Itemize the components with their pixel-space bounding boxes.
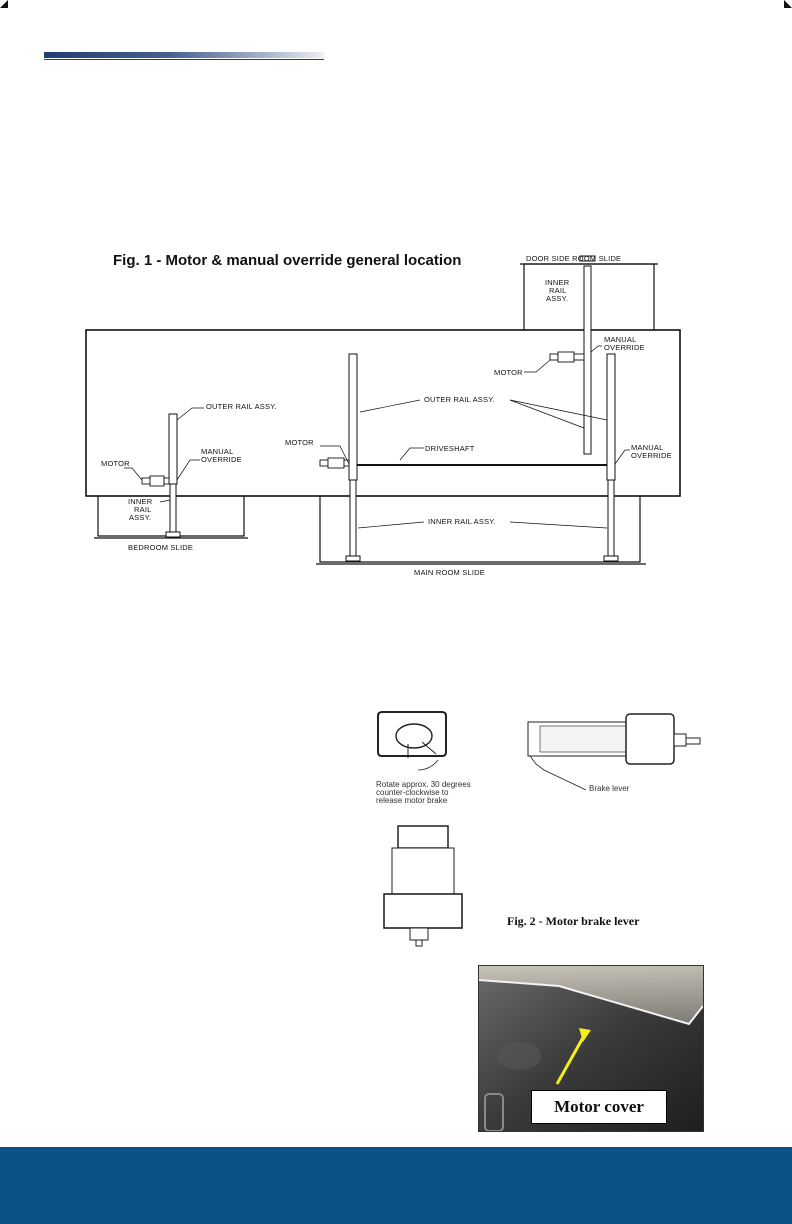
- main-right-rail-foot: [603, 555, 619, 562]
- label-inner-rail-assy: INNER RAIL ASSY.: [428, 517, 496, 526]
- fig2-caption: Fig. 2 - Motor brake lever: [507, 914, 640, 928]
- motor-cover-label: Motor cover: [531, 1090, 667, 1124]
- main-right-inner-rail: [607, 479, 615, 557]
- label-main-manual-1: MANUAL: [631, 443, 663, 452]
- label-bedroom-outer-rail: OUTER RAIL ASSY.: [206, 402, 277, 411]
- label-door-inner-rail-3: ASSY.: [546, 294, 568, 303]
- label-bedroom-inner-1: INNER: [128, 497, 153, 506]
- footer-band: [0, 1147, 792, 1224]
- brake-lever-label: Brake lever: [589, 784, 630, 793]
- crop-mark-right: [784, 0, 792, 8]
- yellow-arrow-head: [579, 1028, 591, 1042]
- crop-mark-left: [0, 0, 8, 8]
- main-left-outer-rail: [348, 353, 358, 481]
- door-side-motor: [549, 351, 585, 363]
- label-bedroom-manual-1: MANUAL: [201, 447, 233, 456]
- label-door-inner-rail-2: RAIL: [549, 286, 566, 295]
- main-left-rail-foot: [345, 555, 361, 562]
- label-door-side-room-slide: DOOR SIDE ROOM SLIDE: [526, 254, 621, 263]
- label-bedroom-slide: BEDROOM SLIDE: [128, 543, 193, 552]
- label-bedroom-inner-2: RAIL: [134, 505, 151, 514]
- motor-side-view: [527, 713, 701, 791]
- label-door-inner-rail-1: INNER: [545, 278, 570, 287]
- label-bedroom-inner-3: ASSY.: [129, 513, 151, 522]
- fig1-title: Fig. 1 - Motor & manual override general…: [113, 252, 462, 269]
- main-room-slide-box: [319, 496, 641, 563]
- label-main-motor: MOTOR: [285, 438, 314, 447]
- motor-end-view: [383, 825, 463, 947]
- fig2-diagram: Rotate approx. 30 degrees counter-clockw…: [376, 711, 701, 947]
- fig1-diagram: DOOR SIDE ROOM SLIDE INNER RAIL ASSY. MA…: [85, 254, 681, 577]
- door-side-rail-foot: [579, 255, 596, 262]
- bedroom-rail-foot: [165, 531, 181, 538]
- main-left-inner-rail: [349, 479, 357, 557]
- rotate-note-2: counter-clockwise to: [376, 788, 449, 797]
- main-right-outer-rail: [606, 353, 616, 481]
- rotate-note-3: release motor brake: [376, 796, 448, 805]
- yellow-arrow-shaft: [555, 1033, 587, 1085]
- bedroom-inner-rail: [169, 483, 177, 533]
- main-motor: [319, 457, 350, 469]
- label-door-manual-1: MANUAL: [604, 335, 636, 344]
- label-door-manual-2: OVERRIDE: [604, 343, 645, 352]
- brake-rotate-view: [377, 711, 447, 771]
- header-gradient-bar: [44, 52, 324, 58]
- label-bedroom-motor: MOTOR: [101, 459, 130, 468]
- label-door-motor: MOTOR: [494, 368, 523, 377]
- label-bedroom-manual-2: OVERRIDE: [201, 455, 242, 464]
- label-outer-rail-assy: OUTER RAIL ASSY.: [424, 395, 495, 404]
- label-main-manual-2: OVERRIDE: [631, 451, 672, 460]
- bedroom-outer-rail: [168, 413, 178, 485]
- bedroom-motor: [141, 475, 170, 487]
- coach-body: [85, 329, 681, 497]
- header-rule: [44, 59, 324, 60]
- rotate-note-1: Rotate approx. 30 degrees: [376, 780, 471, 789]
- door-side-rail: [583, 265, 592, 455]
- label-driveshaft: DRIVESHAFT: [425, 444, 475, 453]
- label-main-room-slide: MAIN ROOM SLIDE: [414, 568, 485, 577]
